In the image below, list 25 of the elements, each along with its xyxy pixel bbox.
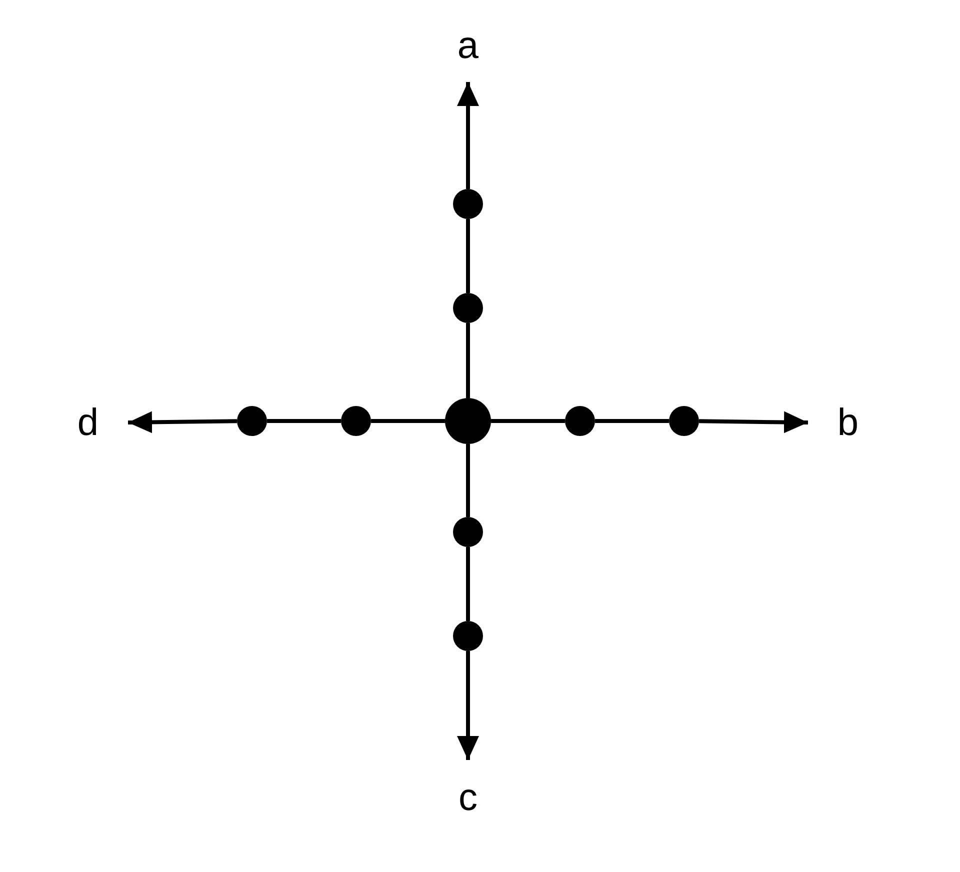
connector-line: [466, 444, 470, 517]
arrow: [128, 411, 238, 434]
dot: [341, 406, 371, 436]
connector-line: [466, 547, 470, 621]
arrow: [698, 411, 808, 434]
dot: [237, 406, 267, 436]
connector-line: [595, 419, 669, 423]
axis-end-label: a: [452, 10, 484, 82]
connector-line: [491, 419, 565, 423]
dot: [453, 189, 483, 219]
dot: [565, 406, 595, 436]
connector-line: [466, 323, 470, 398]
large-dot: [445, 398, 491, 444]
connector-line: [267, 419, 341, 423]
arrow: [457, 651, 479, 760]
axis-end-label: b: [808, 401, 888, 445]
dot: [669, 406, 699, 436]
dot: [453, 517, 483, 547]
axis-end-label: c: [452, 760, 484, 836]
arrow: [457, 82, 479, 189]
axis-end-label: d: [48, 401, 128, 445]
connector-line: [466, 219, 470, 293]
dot: [453, 293, 483, 323]
connector-line: [371, 419, 445, 423]
dot: [453, 621, 483, 651]
